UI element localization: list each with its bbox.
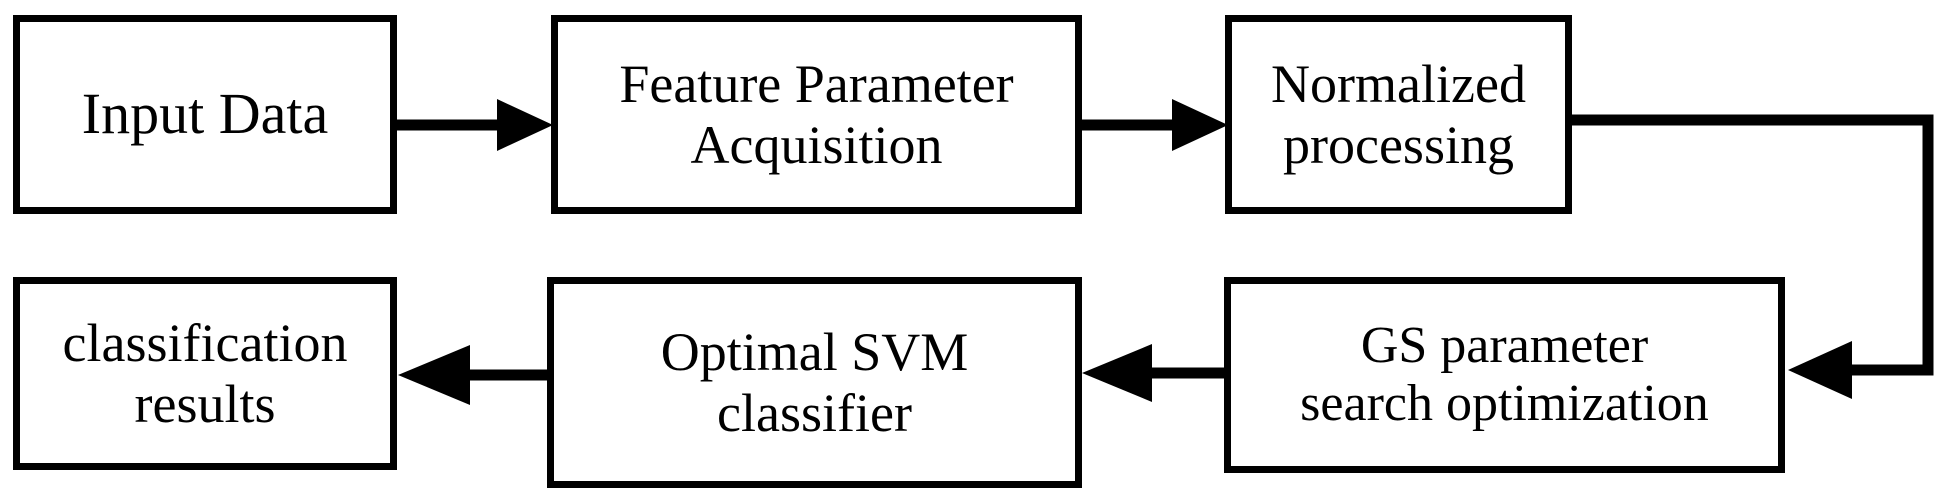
- node-input-data[interactable]: Input Data: [13, 15, 397, 214]
- edge-svm-to-results: [398, 345, 547, 405]
- node-optimal-svm-classifier[interactable]: Optimal SVM classifier: [547, 277, 1082, 488]
- edge-input-to-feature: [397, 99, 553, 151]
- node-label-normalized-processing: Normalized processing: [1271, 54, 1526, 175]
- node-classification-results[interactable]: classification results: [13, 277, 397, 470]
- node-label-input-data: Input Data: [81, 81, 329, 147]
- edge-feature-to-normalized: [1082, 99, 1228, 151]
- node-label-gs-parameter-search-optimization: GS parameter search optimization: [1300, 316, 1709, 432]
- node-normalized-processing[interactable]: Normalized processing: [1225, 15, 1572, 214]
- edge-gs-to-svm: [1082, 344, 1224, 402]
- node-feature-parameter-acquisition[interactable]: Feature Parameter Acquisition: [551, 15, 1082, 214]
- node-label-optimal-svm-classifier: Optimal SVM classifier: [660, 322, 969, 443]
- node-label-feature-parameter-acquisition: Feature Parameter Acquisition: [619, 54, 1014, 175]
- node-label-classification-results: classification results: [62, 313, 348, 434]
- node-gs-parameter-search-optimization[interactable]: GS parameter search optimization: [1224, 277, 1785, 473]
